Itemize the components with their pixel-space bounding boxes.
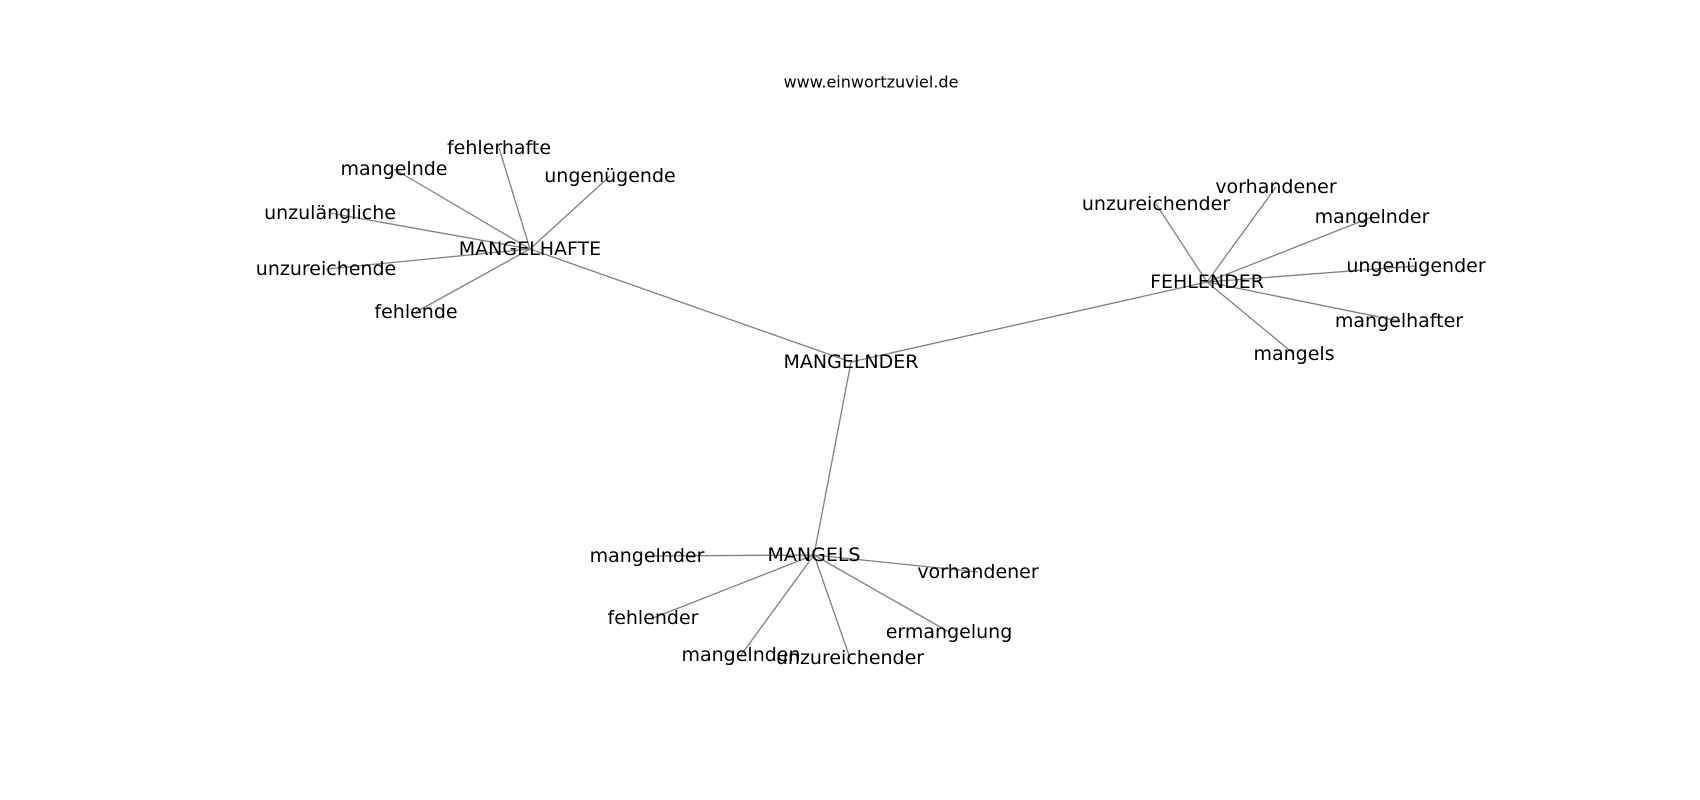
edge-cluster-leaf: [1206, 216, 1373, 283]
leaf-node-label: unzulängliche: [264, 202, 396, 224]
edge-cluster-leaf: [740, 554, 815, 656]
leaf-node-label: fehlerhafte: [447, 137, 551, 159]
edge-hub-cluster: [529, 248, 852, 363]
edge-cluster-leaf: [652, 554, 815, 619]
edge-cluster-leaf: [393, 168, 531, 250]
edge-cluster-leaf: [646, 554, 815, 557]
edge-cluster-leaf: [325, 248, 531, 270]
edge-cluster-leaf: [329, 212, 531, 250]
edge-cluster-leaf: [415, 248, 531, 313]
leaf-node-label: unzureichende: [256, 258, 396, 280]
leaf-node-label: vorhandener: [1215, 176, 1337, 198]
leaf-node-label: fehlender: [608, 607, 699, 629]
leaf-node-label: mangelnden: [681, 644, 800, 666]
leaf-node-label: vorhandener: [917, 561, 1039, 583]
edge-cluster-leaf: [813, 554, 950, 633]
cluster-node-label: MANGELS: [768, 544, 861, 566]
edge-cluster-leaf: [1206, 281, 1295, 355]
cluster-node-label: FEHLENDER: [1150, 271, 1264, 293]
edge-cluster-leaf: [813, 554, 851, 659]
edge-cluster-leaf: [1206, 265, 1417, 283]
leaf-node-label: fehlende: [374, 301, 457, 323]
leaf-node-label: mangels: [1253, 343, 1334, 365]
leaf-node-label: mangelnder: [1315, 206, 1430, 228]
edge-cluster-leaf: [498, 147, 531, 250]
leaf-node-label: mangelnder: [590, 545, 705, 567]
leaf-node-label: mangelhafter: [1335, 310, 1463, 332]
edge-cluster-leaf: [1206, 281, 1400, 322]
edge-cluster-leaf: [1155, 203, 1208, 283]
leaf-node-label: ungenügende: [544, 165, 675, 187]
hub-node-label: MANGELNDER: [784, 351, 919, 373]
graph-edges: [325, 147, 1417, 659]
edge-cluster-leaf: [529, 175, 611, 250]
leaf-node-label: ermangelung: [886, 621, 1013, 643]
leaf-node-label: unzureichender: [1082, 193, 1230, 215]
graph-nodes: MANGELNDERMANGELHAFTEfehlerhaftemangelnd…: [256, 137, 1486, 669]
cluster-node-label: MANGELHAFTE: [459, 238, 601, 260]
edge-hub-cluster: [813, 361, 852, 556]
leaf-node-label: unzureichender: [776, 647, 924, 669]
site-url: www.einwortzuviel.de: [784, 73, 959, 92]
leaf-node-label: ungenügender: [1346, 255, 1485, 277]
edge-hub-cluster: [850, 281, 1208, 363]
edge-cluster-leaf: [813, 554, 979, 573]
edge-cluster-leaf: [1206, 186, 1277, 283]
leaf-node-label: mangelnde: [340, 158, 447, 180]
